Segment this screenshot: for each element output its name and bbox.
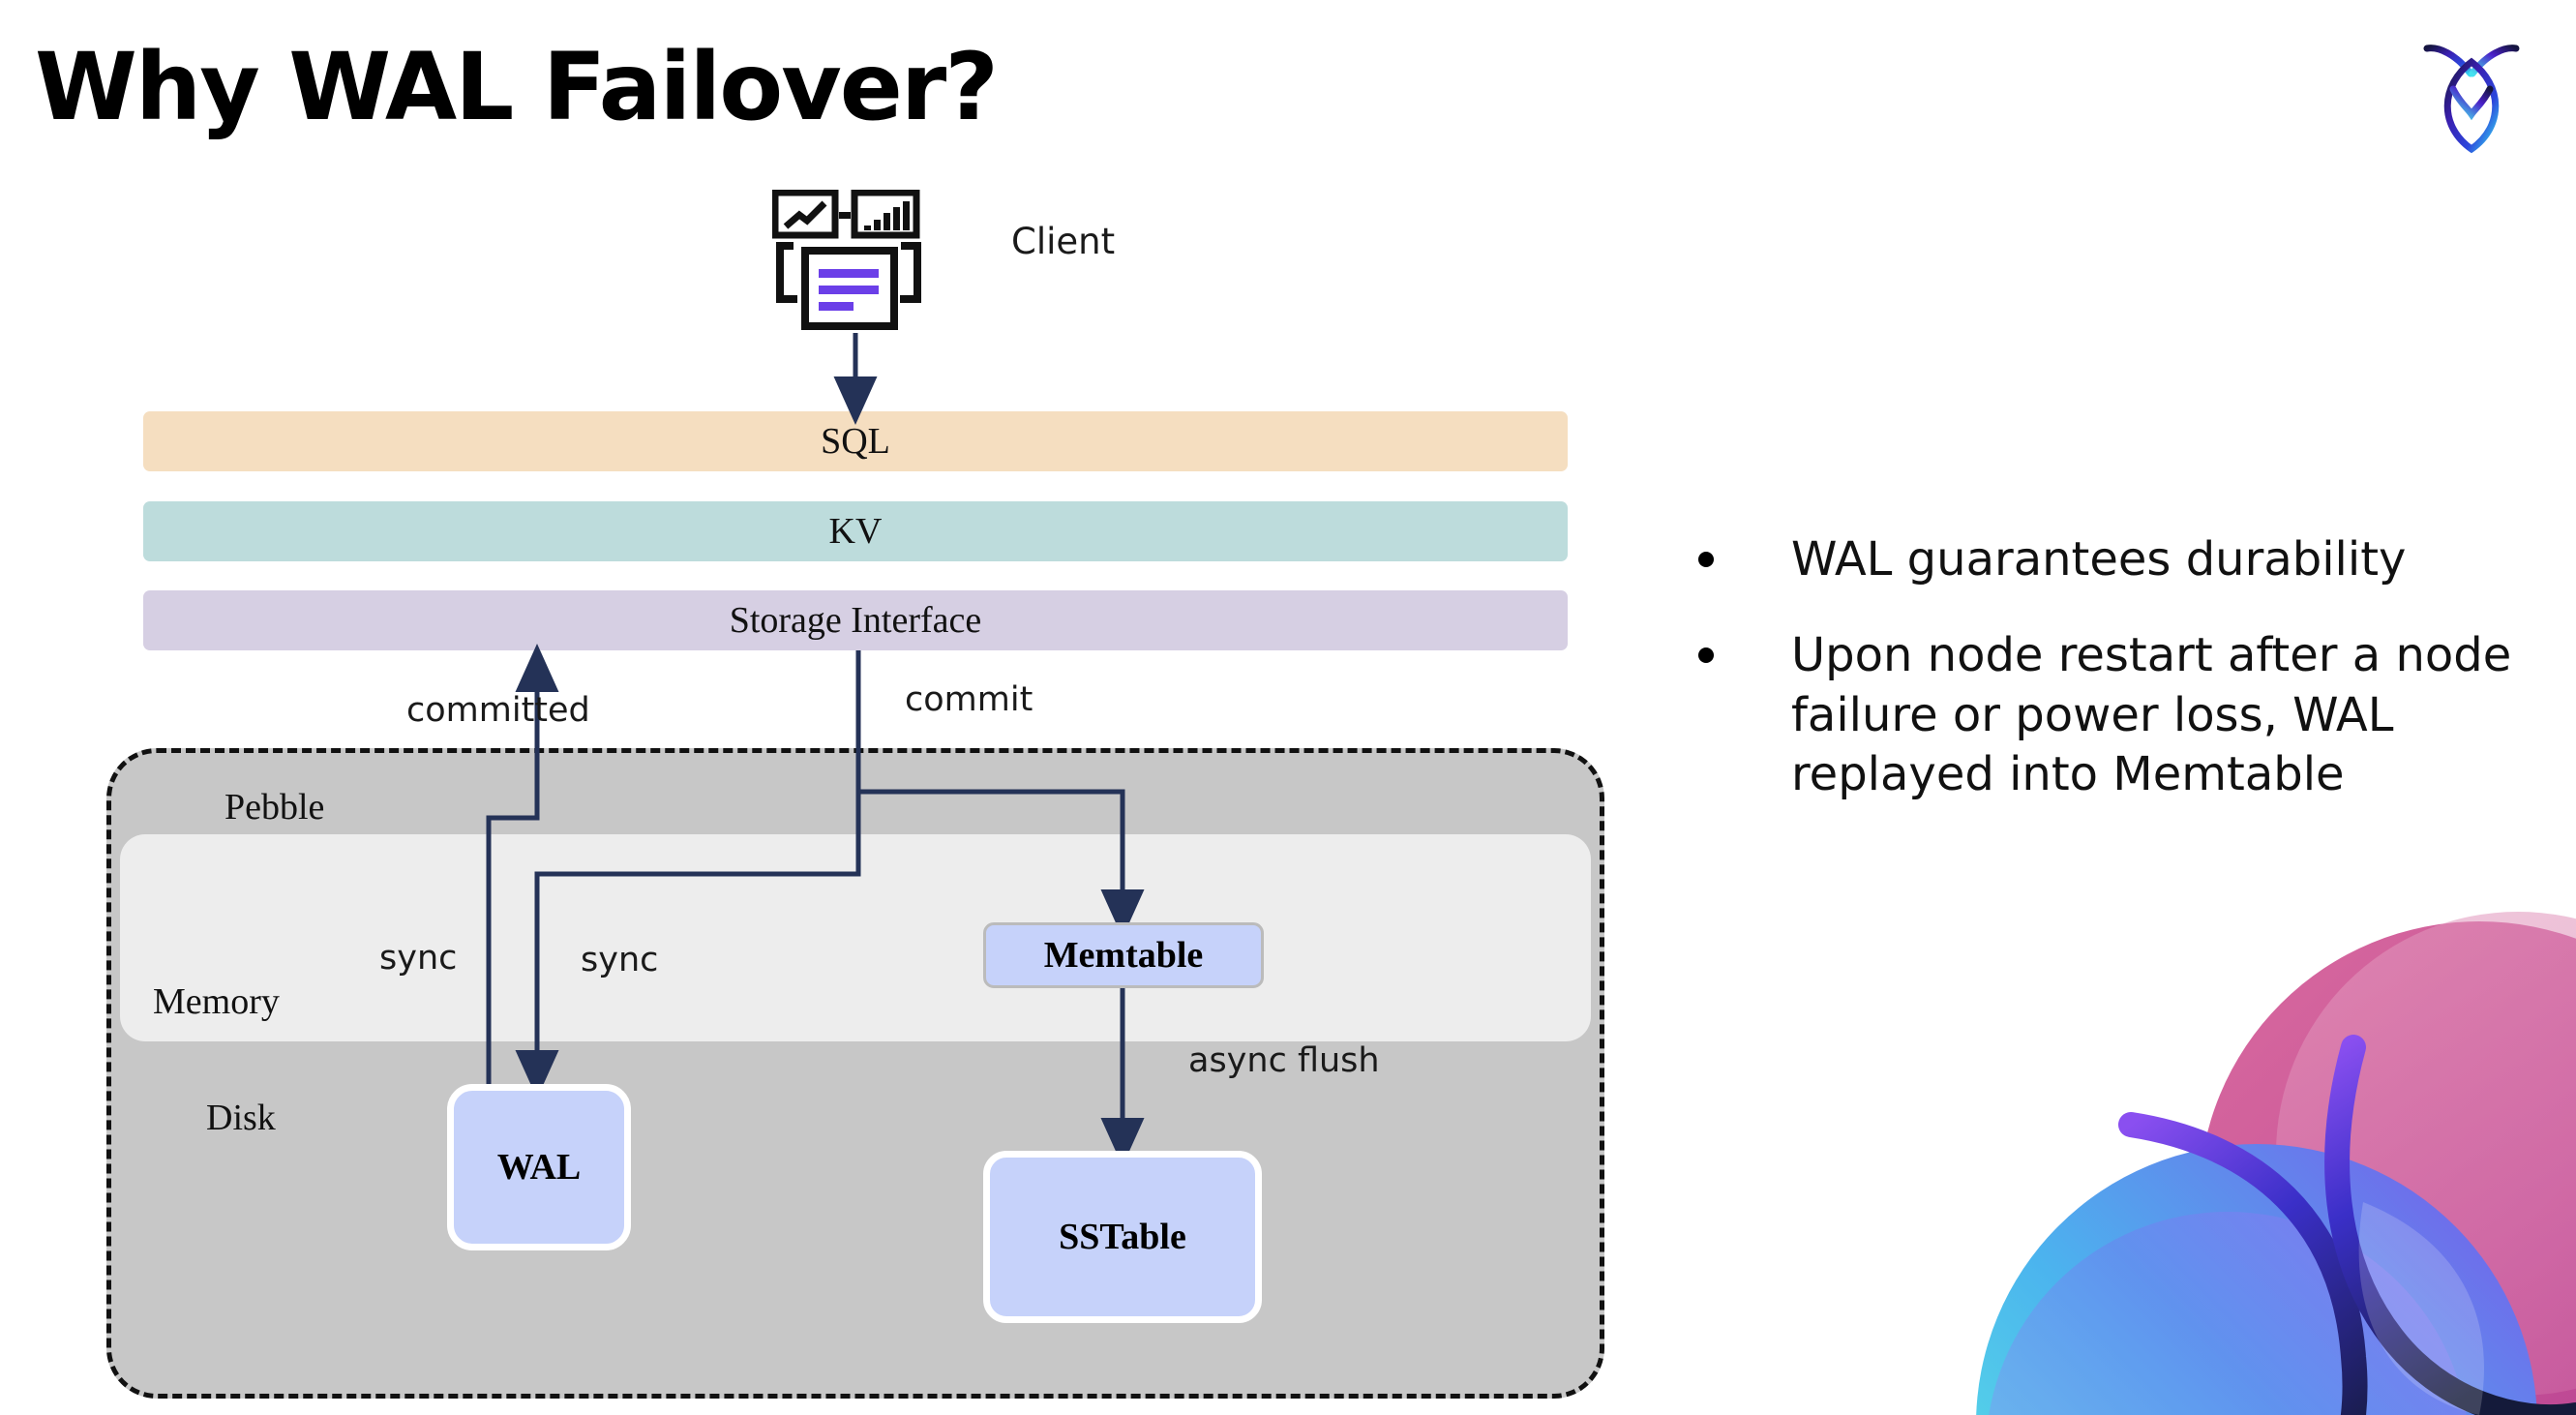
node-sstable: SSTable — [983, 1151, 1262, 1323]
page-title: Why WAL Failover? — [35, 33, 999, 141]
bullet-text: Upon node restart after a node failure o… — [1791, 628, 2512, 802]
disk-label: Disk — [206, 1098, 276, 1138]
cockroachdb-logo — [2417, 35, 2526, 155]
edge-label-commit: commit — [905, 680, 1033, 719]
pebble-label: Pebble — [225, 787, 325, 828]
layer-label-storage-interface: Storage Interface — [729, 600, 982, 641]
edge-label-committed: committed — [406, 691, 590, 730]
layer-bar-sql: SQL — [143, 411, 1568, 471]
bullet-dot-icon — [1698, 552, 1714, 567]
bullet-dot-icon — [1698, 647, 1714, 664]
memory-region — [120, 834, 1591, 1041]
layer-bar-storage-interface: Storage Interface — [143, 590, 1568, 650]
node-wal: WAL — [447, 1084, 631, 1250]
layer-bar-kv: KV — [143, 501, 1568, 561]
node-memtable: Memtable — [983, 922, 1264, 988]
client-dashboard-icon — [771, 189, 929, 333]
node-label-wal: WAL — [496, 1147, 582, 1188]
list-item: WAL guarantees durability — [1698, 530, 2540, 589]
memory-label: Memory — [153, 981, 280, 1022]
bullet-text: WAL guarantees durability — [1791, 532, 2407, 587]
node-label-sstable: SSTable — [1059, 1217, 1186, 1257]
cockroachdb-gradient-art — [1937, 912, 2576, 1415]
node-label-memtable: Memtable — [1043, 935, 1204, 976]
layer-label-sql: SQL — [821, 421, 890, 462]
layer-label-kv: KV — [828, 511, 883, 552]
edge-label-async-flush: async flush — [1188, 1041, 1380, 1080]
edge-label-sync-left: sync — [379, 939, 458, 978]
bullet-list: WAL guarantees durability Upon node rest… — [1698, 530, 2540, 842]
edge-label-sync-right: sync — [581, 941, 659, 979]
client-label: Client — [1011, 221, 1116, 262]
list-item: Upon node restart after a node failure o… — [1698, 626, 2540, 804]
